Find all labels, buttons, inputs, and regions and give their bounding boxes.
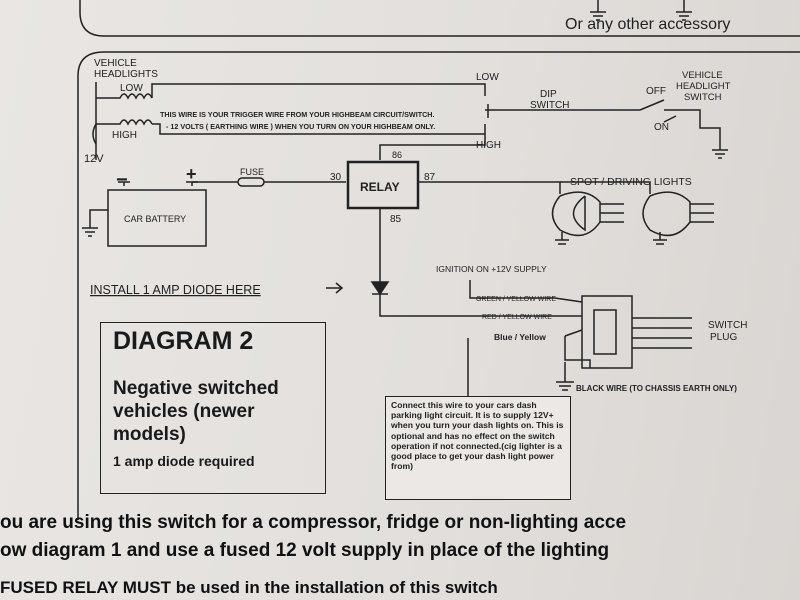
spot-lights-label: SPOT / DRIVING LIGHTS bbox=[570, 176, 692, 188]
relay-label: RELAY bbox=[360, 180, 400, 194]
low-coil bbox=[96, 93, 153, 100]
high-coil bbox=[96, 119, 153, 126]
trigger-note-1: THIS WIRE IS YOUR TRIGGER WIRE FROM YOUR… bbox=[160, 110, 434, 119]
headlight-switch-lever bbox=[663, 115, 677, 123]
spot-light-2-body bbox=[642, 191, 691, 237]
install-diode-label: INSTALL 1 AMP DIODE HERE bbox=[90, 283, 261, 297]
pin-86-label: 86 bbox=[392, 150, 402, 160]
headlight-switch-label-2: HEADLIGHT bbox=[676, 81, 731, 92]
trigger-wire bbox=[379, 134, 486, 160]
diagram-title: DIAGRAM 2 bbox=[113, 327, 254, 355]
diode-symbol bbox=[370, 281, 390, 296]
low-wire bbox=[151, 83, 486, 98]
twelve-volt-label: 12V bbox=[84, 153, 104, 165]
spot-light-1-lens bbox=[572, 195, 586, 232]
battery-minus: − bbox=[116, 169, 128, 191]
headlight-switch-ground bbox=[712, 149, 728, 159]
dip-low-label: LOW bbox=[476, 72, 499, 83]
relay-87-wire bbox=[418, 181, 561, 194]
diagram-2-box: DIAGRAM 2 Negative switched vehicles (ne… bbox=[100, 322, 326, 494]
headlight-switch-label-3: SWITCH bbox=[684, 92, 722, 103]
spot-light-2-pins bbox=[690, 203, 714, 223]
headlights-label-2: HEADLIGHTS bbox=[94, 69, 158, 80]
battery-plus: + bbox=[186, 164, 197, 184]
fuse-body bbox=[237, 177, 265, 187]
pin-87-label: 87 bbox=[424, 172, 436, 183]
diagram-subtitle: Negative switched vehicles (newer models… bbox=[113, 378, 279, 445]
top-panel-border bbox=[79, 0, 800, 37]
headlight-switch-wire bbox=[639, 99, 721, 150]
low-label: LOW bbox=[120, 83, 143, 94]
switch-plug-housing bbox=[581, 295, 633, 369]
black-wire bbox=[564, 336, 591, 368]
top-ground-symbol-2 bbox=[676, 0, 692, 21]
red-yellow-label: RED / YELLOW WIRE bbox=[482, 314, 552, 321]
blue-yellow-label: Blue / Yellow bbox=[494, 332, 546, 342]
battery-ground bbox=[82, 209, 108, 237]
headlight-switch-label-1: VEHICLE bbox=[682, 70, 723, 81]
high-label: HIGH bbox=[112, 130, 137, 141]
instruction-line-3: FUSED RELAY MUST be used in the installa… bbox=[0, 578, 498, 597]
diagram-frame bbox=[77, 51, 800, 520]
off-label: OFF bbox=[646, 86, 666, 97]
switch-plug-inner bbox=[593, 309, 617, 355]
switch-plug-pins bbox=[632, 317, 692, 349]
switch-plug-label-1: SWITCH bbox=[708, 320, 747, 331]
spot-light-1-body bbox=[551, 191, 601, 237]
ignition-label: IGNITION ON +12V SUPPLY bbox=[436, 264, 547, 274]
green-yellow-label: GREEN / YELLOW WIRE bbox=[476, 296, 556, 303]
top-ground-symbol-1 bbox=[590, 0, 606, 21]
switch-plug-label-2: PLUG bbox=[710, 332, 737, 343]
instruction-line-2: ow diagram 1 and use a fused 12 volt sup… bbox=[0, 540, 610, 561]
spot-light-1-ground bbox=[555, 232, 569, 245]
battery-body bbox=[107, 189, 207, 247]
dip-high-label: HIGH bbox=[476, 140, 501, 151]
on-label: ON bbox=[654, 122, 669, 133]
dash-light-note: Connect this wire to your cars dash park… bbox=[385, 396, 571, 500]
diode-wire bbox=[372, 293, 555, 317]
trigger-note-2: - 12 VOLTS ( EARTHING WIRE ) WHEN YOU TU… bbox=[166, 122, 435, 131]
accessory-text: Or any other accessory bbox=[565, 16, 730, 33]
diode-arrow bbox=[326, 282, 344, 294]
lights-bus bbox=[560, 181, 651, 194]
battery-posts bbox=[123, 182, 193, 186]
instruction-line-1: ou are using this switch for a compresso… bbox=[0, 512, 627, 533]
pin-30-label: 30 bbox=[330, 172, 342, 183]
pin-85-label: 85 bbox=[390, 214, 402, 225]
relay-body bbox=[346, 160, 420, 210]
dip-switch-label-1: DIP bbox=[540, 89, 557, 100]
plug-input-wires bbox=[554, 297, 583, 337]
dip-switch-label-2: SWITCH bbox=[530, 100, 569, 111]
headlights-label-1: VEHICLE bbox=[94, 58, 137, 69]
fuse-label: FUSE bbox=[240, 167, 264, 177]
black-wire-ground bbox=[556, 381, 574, 391]
spot-light-2-ground bbox=[653, 232, 667, 245]
diagram-diode-note: 1 amp diode required bbox=[113, 453, 255, 469]
green-yellow-wire bbox=[469, 280, 555, 299]
spot-light-1-pins bbox=[600, 203, 624, 223]
black-wire-label: BLACK WIRE (TO CHASSIS EARTH ONLY) bbox=[576, 384, 737, 393]
high-wire bbox=[152, 123, 486, 135]
high-coil-return bbox=[92, 123, 97, 145]
car-battery-label: CAR BATTERY bbox=[124, 214, 186, 224]
